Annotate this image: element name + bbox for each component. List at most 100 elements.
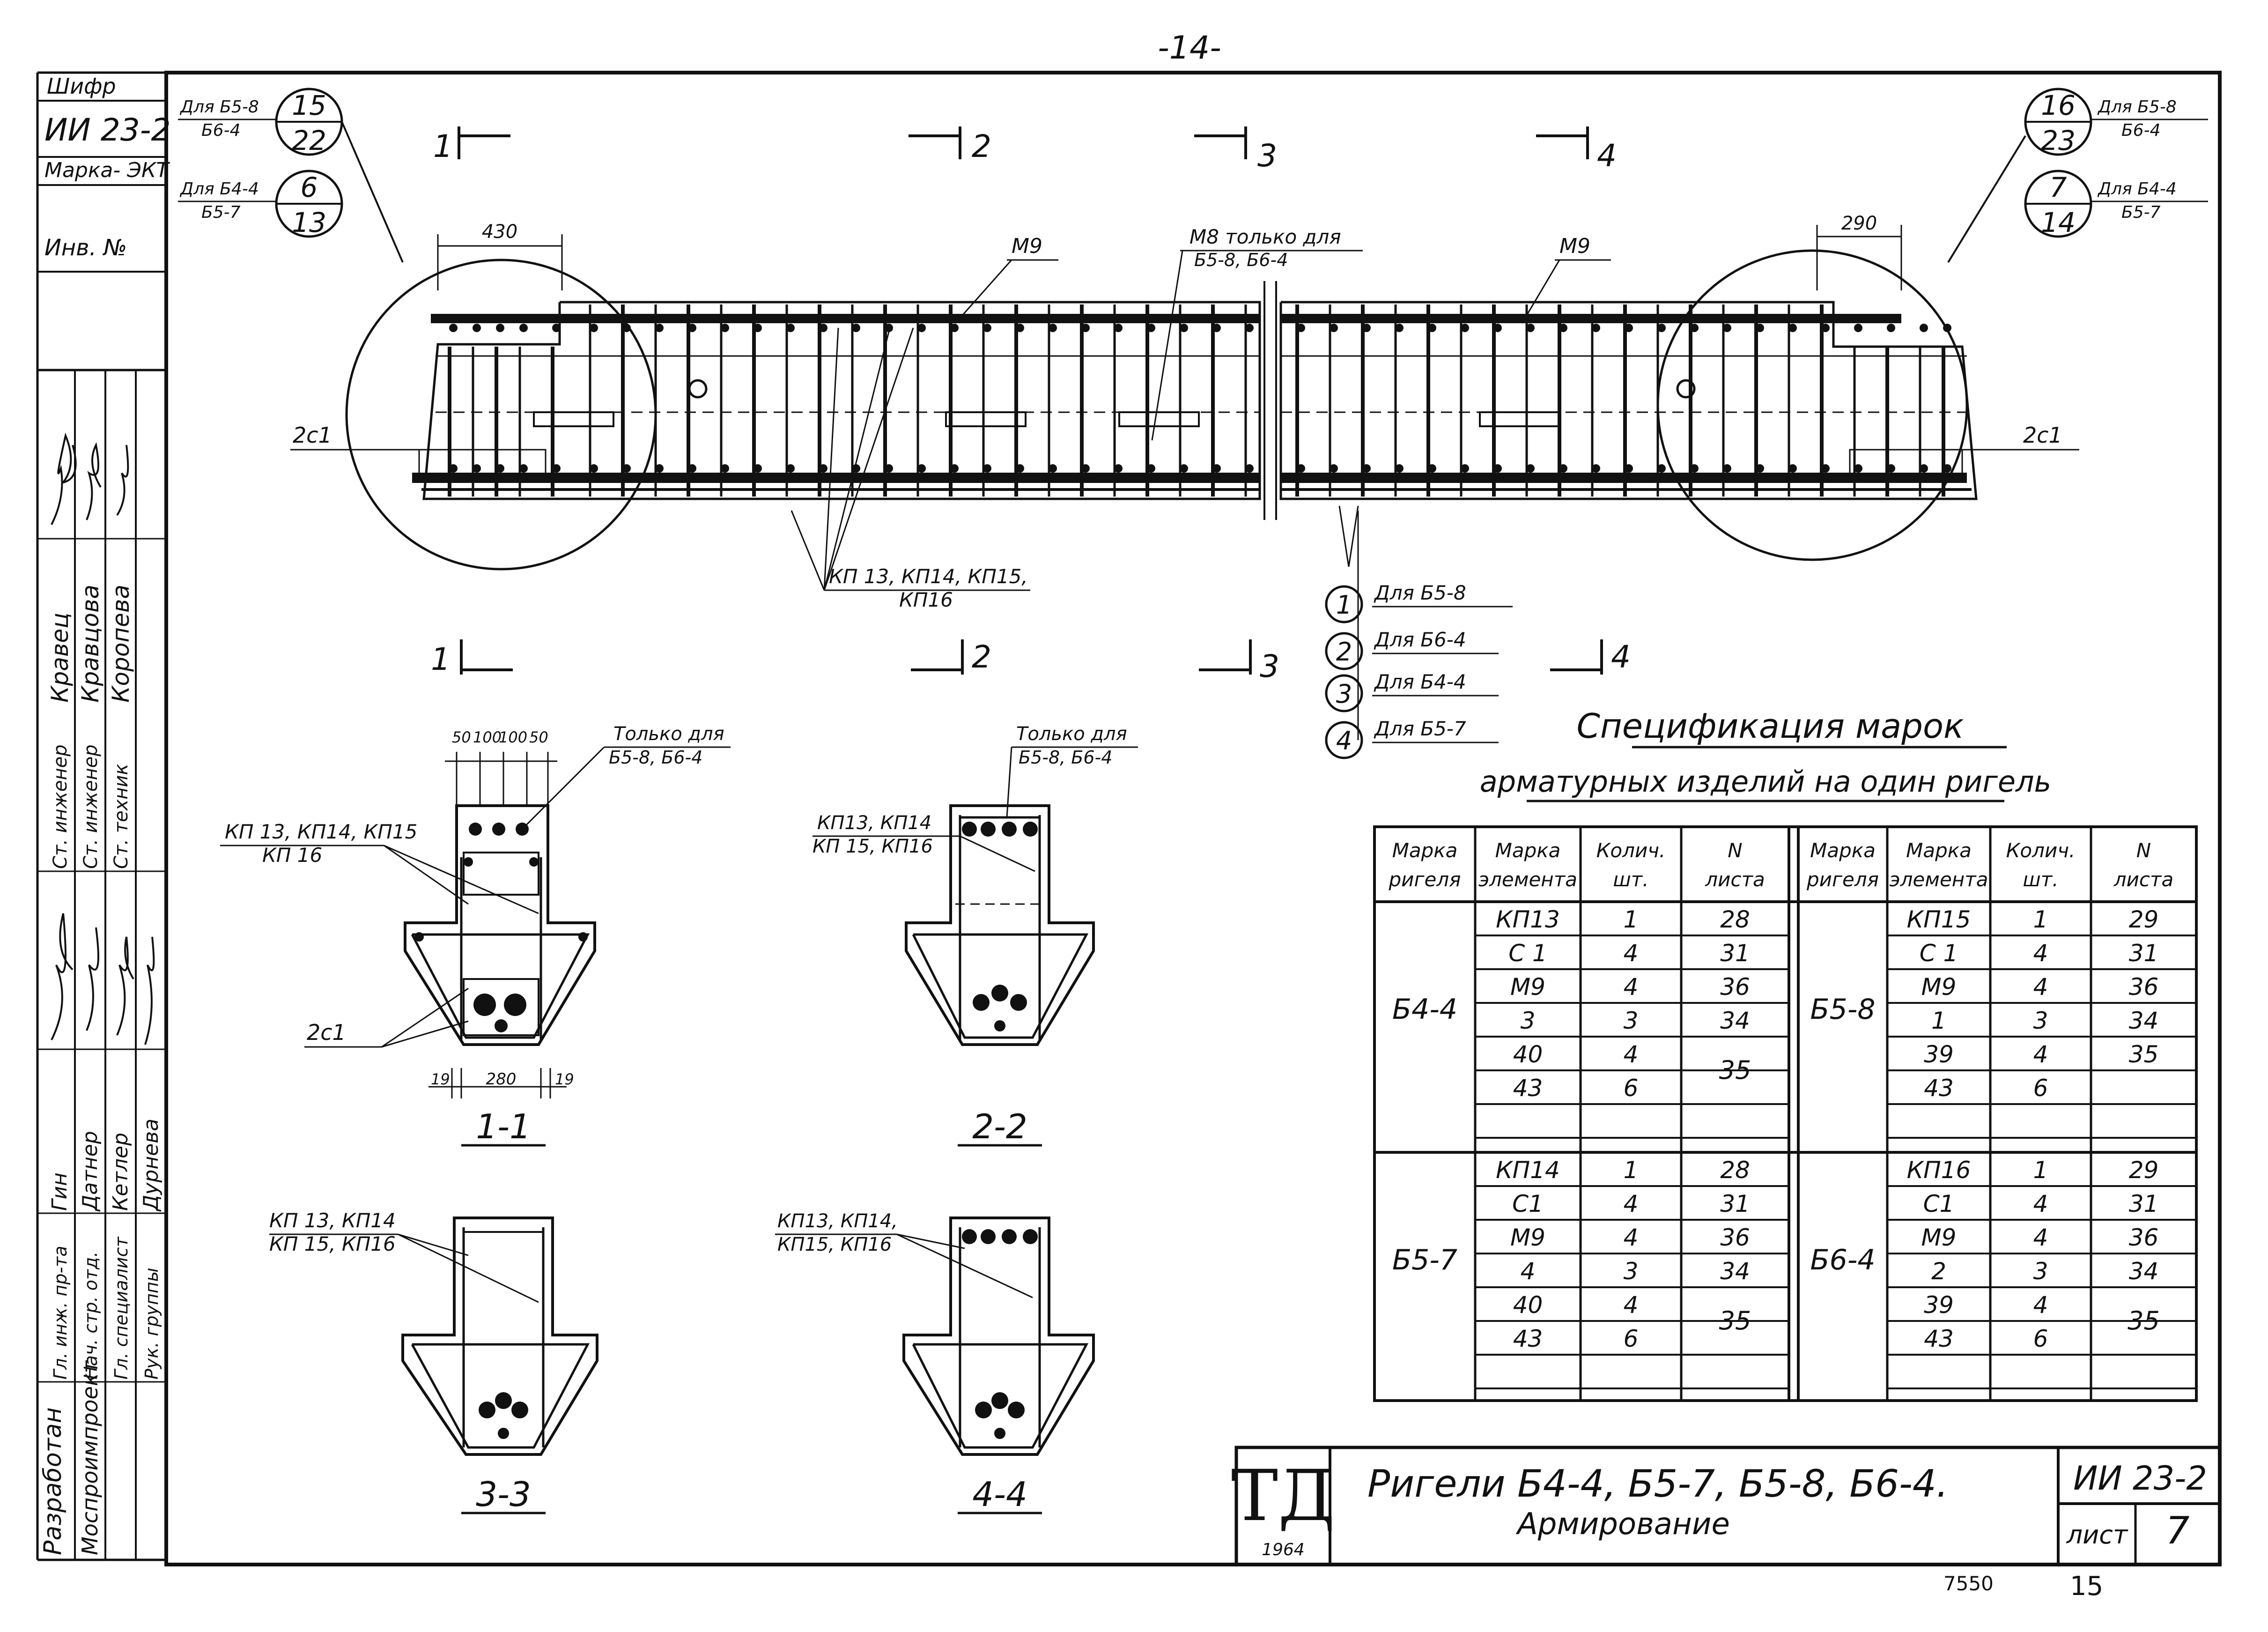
spec-cell: 35 — [2129, 1041, 2159, 1068]
s2-only-for-2: Б5-8, Б6-4 — [1019, 747, 1112, 768]
bar-dot — [786, 324, 795, 332]
position-7: Ст. техник — [111, 764, 132, 869]
variant-num: 2 — [1336, 637, 1352, 667]
bar-dot — [1756, 324, 1764, 332]
spec-cell: 43 — [1513, 1325, 1543, 1352]
variant-text: Для Б5-8 — [1374, 581, 1466, 604]
spec-cell: 1 — [1931, 1007, 1946, 1034]
spec-header: Колич. — [1596, 839, 1666, 862]
bar-dot — [1887, 464, 1895, 473]
spec-cell: 1 — [2033, 1157, 2048, 1184]
bar-dot — [1180, 324, 1188, 332]
bar-dot — [552, 324, 561, 332]
bar-dot — [590, 464, 598, 473]
spec-riegel: Б5-8 — [1810, 993, 1875, 1026]
bar-dot — [1245, 324, 1254, 332]
spec-cell: 3 — [2033, 1258, 2048, 1285]
name-5: Кравец — [46, 613, 74, 703]
section-marks-bottom: 1 2 3 4 — [431, 639, 1631, 684]
spec-cell: 4 — [2033, 1291, 2048, 1319]
section-3-3: КП 13, КП14 КП 15, КП16 3-3 — [269, 1209, 598, 1514]
spec-cell: 31 — [2129, 940, 2159, 967]
spec-header: листа — [1705, 868, 1765, 891]
bar-dot — [1920, 324, 1928, 332]
bar-dot — [1943, 464, 1951, 473]
bar-dot — [449, 324, 458, 332]
spec-header: Марка — [1810, 839, 1876, 862]
name-6: Кравцова — [77, 585, 104, 703]
s1-kp-2: КП 16 — [262, 844, 322, 867]
spec-cell: 3 — [2033, 1007, 2048, 1034]
bar-dot — [1690, 324, 1699, 332]
bar-dot — [950, 464, 959, 473]
s3-title: 3-3 — [476, 1475, 531, 1514]
spec-cell: 34 — [1720, 1258, 1750, 1285]
bar-dot — [950, 324, 959, 332]
left-callout: Для Б5-8 Б6-4 15 22 Для Б4-4 Б5-7 6 13 — [178, 88, 404, 263]
spec-header: элемента — [1478, 868, 1577, 891]
name-7: Коропева — [107, 585, 134, 703]
bar-dot — [1180, 464, 1188, 473]
main-labels: М9 М8 только для Б5-8, Б6-4 М9 2с1 2с1 К… — [290, 225, 2079, 611]
signature-1 — [51, 432, 77, 525]
spec-cell: 1 — [1624, 1157, 1639, 1184]
title-sub: Армирование — [1515, 1507, 1730, 1542]
spec-cell: 4 — [2033, 1041, 2048, 1068]
bar-dot — [449, 464, 458, 473]
signature-3 — [116, 445, 129, 516]
s1-c1: 2с1 — [307, 1020, 346, 1045]
spec-cell: 36 — [2129, 973, 2159, 1001]
spec-grid: МаркаригеляМаркаэлементаКолич.шт.NлистаМ… — [1389, 827, 2196, 1401]
spec-cell: 4 — [1521, 1258, 1536, 1285]
bar-dot — [519, 324, 528, 332]
section-mark-top-2: 2 — [972, 128, 991, 164]
right-callout-num-1b: 23 — [2041, 125, 2076, 156]
bar-dot — [622, 464, 631, 473]
s1-dim-4: 50 — [529, 728, 548, 746]
spec-header: шт. — [1613, 868, 1648, 891]
bar-dot — [688, 324, 696, 332]
spec-cell: 40 — [1513, 1041, 1543, 1068]
cipher-value: ИИ 23-2 — [44, 112, 171, 148]
spec-cell: С 1 — [1508, 940, 1547, 967]
bar-dot — [1788, 324, 1797, 332]
spec-cell: 31 — [1720, 1190, 1750, 1217]
bar-dot — [1212, 324, 1221, 332]
spec-header: Марка — [1392, 839, 1458, 862]
spec-cell: 34 — [2129, 1007, 2159, 1034]
right-callout-num-1: 16 — [2041, 89, 2076, 121]
position-6: Ст. инженер — [80, 744, 102, 869]
spec-cell: 4 — [2033, 973, 2048, 1001]
sheet-number: 7 — [2166, 1509, 2190, 1552]
variant-legend: 1 Для Б5-8 2 Для Б6-4 3 Для Б4-4 4 Для Б… — [1325, 511, 1513, 759]
bar-dot — [496, 324, 504, 332]
bar-dot — [1147, 464, 1155, 473]
bar-dot — [1887, 324, 1895, 332]
bar-dot — [590, 324, 598, 332]
c1-left-label: 2с1 — [293, 423, 332, 448]
spec-cell: 6 — [1624, 1075, 1639, 1102]
s1-only-for-2: Б5-8, Б6-4 — [609, 747, 702, 768]
bar-dot — [852, 324, 860, 332]
spec-cell: 4 — [1624, 973, 1639, 1001]
section-2-2: Только для Б5-8, Б6-4 КП13, КП14 КП 15, … — [813, 723, 1138, 1147]
spec-cell: 39 — [1924, 1291, 1954, 1319]
main-dimensions: 430 290 — [437, 213, 1902, 290]
bar-dot — [1049, 324, 1057, 332]
spec-table: Спецификация марок арматурных изделий на… — [1373, 706, 2198, 1402]
bar-dot — [1657, 464, 1666, 473]
bar-dot — [1657, 324, 1666, 332]
bar-dot — [1330, 324, 1338, 332]
title-code: ИИ 23-2 — [2073, 1459, 2207, 1498]
s2-kp: КП13, КП14 — [817, 812, 931, 834]
spec-cell: КП13 — [1496, 906, 1560, 933]
bar-dot — [1461, 324, 1469, 332]
bar-dot — [885, 324, 893, 332]
left-callout-num-2: 6 — [301, 171, 318, 203]
bar-dot — [983, 324, 991, 332]
spec-cell: 31 — [1720, 940, 1750, 967]
variant-num: 4 — [1336, 726, 1352, 756]
bar-dot — [1854, 464, 1862, 473]
spec-cell: 6 — [1624, 1325, 1639, 1352]
bar-dot — [655, 324, 664, 332]
